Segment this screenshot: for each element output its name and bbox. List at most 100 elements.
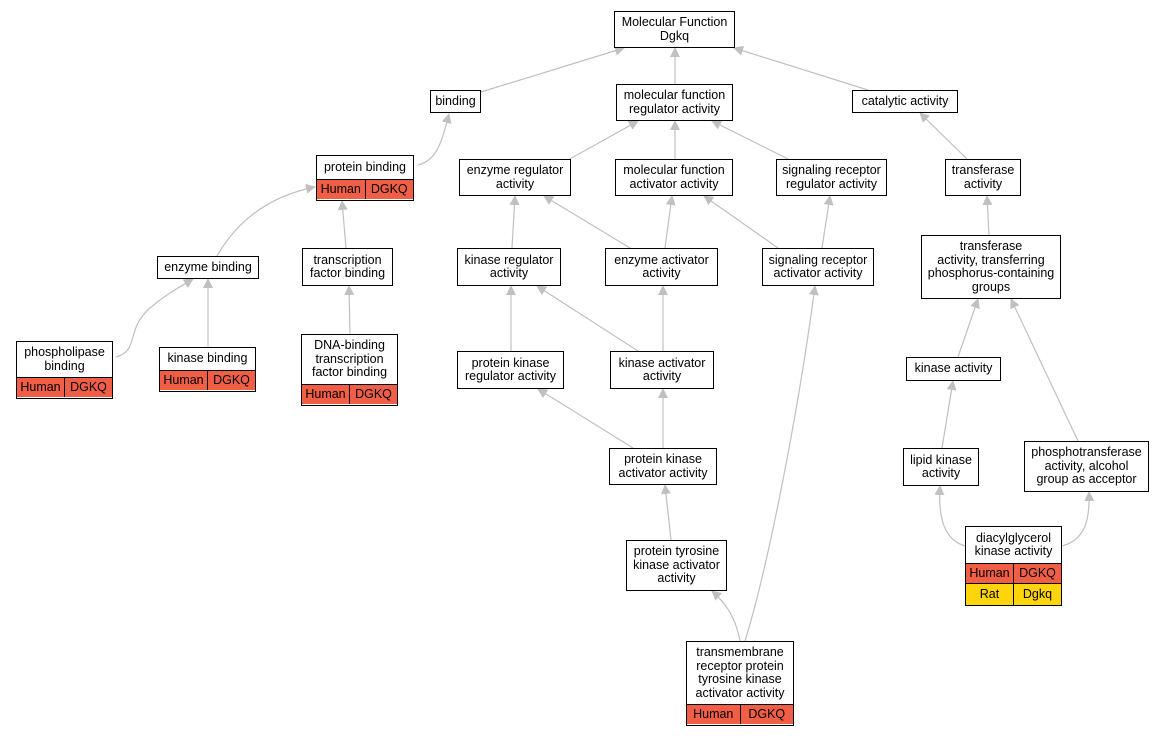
edge-sigrecact-mfaa xyxy=(703,195,779,249)
go-node-label: protein binding xyxy=(323,159,406,174)
edge-ptkact-pkact xyxy=(661,484,672,541)
gene-cell: DGKQ xyxy=(1013,564,1061,583)
go-node-label: enzyme regulator activity xyxy=(466,163,564,191)
go-node-label: kinase activity xyxy=(914,361,993,376)
species-cell: Human xyxy=(687,705,740,724)
go-node-molecular-function[interactable]: Molecular Function Dgkq xyxy=(614,11,735,48)
go-node-label: catalytic activity xyxy=(861,93,949,108)
gene-cell: DGKQ xyxy=(207,371,255,390)
annotation-row-human: Human DGKQ xyxy=(687,704,793,724)
edge-enzymeact-mfaa xyxy=(664,195,676,249)
edge-tmrtk-sigrecact xyxy=(744,285,819,642)
go-node-transferase-phosphorus[interactable]: transferase activity, transferring phosp… xyxy=(921,235,1061,299)
gene-cell: DGKQ xyxy=(349,385,397,404)
go-node-label: transmembrane receptor protein tyrosine … xyxy=(695,645,785,700)
annotation-row-human: Human DGKQ xyxy=(17,377,112,397)
go-node-signaling-receptor-regulator[interactable]: signaling receptor regulator activity xyxy=(776,159,887,196)
edge-enzymeact-enzymereg xyxy=(543,195,631,249)
go-node-phosphotransferase-alcohol[interactable]: phosphotransferase activity, alcohol gro… xyxy=(1024,441,1149,492)
go-node-enzyme-binding[interactable]: enzyme binding xyxy=(157,256,259,279)
go-node-label: DNA-binding transcription factor binding xyxy=(311,338,388,380)
go-node-label: signaling receptor regulator activity xyxy=(782,163,881,191)
species-cell: Human xyxy=(17,378,64,397)
go-node-label: phospholipase binding xyxy=(24,345,105,373)
annotation-row-human: Human DGKQ xyxy=(302,384,397,404)
gene-cell: Dgkq xyxy=(1013,584,1061,605)
go-node-protein-binding[interactable]: protein binding Human DGKQ xyxy=(316,155,414,201)
go-node-protein-tyrosine-kinase-activator[interactable]: protein tyrosine kinase activator activi… xyxy=(626,540,727,591)
go-node-label: kinase activator activity xyxy=(618,355,706,383)
edge-dgk-lipidkinase xyxy=(934,485,966,547)
edge-lipidkinase-kinaseactivity xyxy=(941,380,957,449)
gene-cell: DGKQ xyxy=(739,705,793,724)
edge-phosphotransferase-transferasep xyxy=(1010,298,1079,442)
annotation-row-human: Human DGKQ xyxy=(317,179,413,199)
edge-sigrecreg-mfra xyxy=(711,120,791,161)
go-node-label: molecular function activator activity xyxy=(623,163,725,191)
go-node-label: transcription factor binding xyxy=(309,252,386,280)
go-node-catalytic-activity[interactable]: catalytic activity xyxy=(852,90,958,113)
species-cell: Human xyxy=(160,371,207,390)
edge-sigrecact-sigrecreg xyxy=(821,195,834,249)
go-node-label: kinase regulator activity xyxy=(464,252,554,280)
go-node-binding[interactable]: binding xyxy=(430,90,481,113)
go-node-label: kinase binding xyxy=(167,351,248,366)
edge-dgk-phosphotransferase xyxy=(1061,491,1095,547)
go-node-transcription-factor-binding[interactable]: transcription factor binding xyxy=(302,248,393,286)
go-node-label: binding xyxy=(435,93,476,108)
go-node-label: phosphotransferase activity, alcohol gro… xyxy=(1031,445,1142,487)
go-node-enzyme-regulator-activity[interactable]: enzyme regulator activity xyxy=(459,159,571,196)
edge-tfbinding-proteinbinding xyxy=(337,200,348,249)
edge-enzymereg-mfra xyxy=(567,120,639,161)
go-node-mf-activator-activity[interactable]: molecular function activator activity xyxy=(615,159,733,196)
gene-cell: DGKQ xyxy=(64,378,112,397)
go-node-label: transferase activity, transferring phosp… xyxy=(927,239,1055,294)
go-node-label: protein tyrosine kinase activator activi… xyxy=(633,544,720,586)
edge-phospholipase-enzymebinding xyxy=(115,278,194,358)
go-node-kinase-activator-activity[interactable]: kinase activator activity xyxy=(610,351,714,389)
species-cell: Human xyxy=(966,564,1013,583)
edge-tmrtk-ptkact xyxy=(711,590,741,642)
go-node-transferase-activity[interactable]: transferase activity xyxy=(945,159,1021,196)
go-node-protein-kinase-activator[interactable]: protein kinase activator activity xyxy=(609,448,717,485)
go-node-label: molecular function regulator activity xyxy=(623,88,726,116)
edge-transferasep-transferase xyxy=(982,195,993,236)
edge-kinaseactivity-transferasep xyxy=(957,298,980,358)
species-cell: Human xyxy=(317,180,365,199)
go-node-label: lipid kinase activity xyxy=(910,452,972,480)
go-node-label: protein kinase regulator activity xyxy=(464,355,556,383)
go-node-label: protein kinase activator activity xyxy=(618,452,708,480)
go-node-enzyme-activator-activity[interactable]: enzyme activator activity xyxy=(605,248,718,286)
go-node-kinase-binding[interactable]: kinase binding Human DGKQ xyxy=(159,347,256,392)
go-node-transmembrane-rtk-activator[interactable]: transmembrane receptor protein tyrosine … xyxy=(686,641,794,726)
annotation-row-human: Human DGKQ xyxy=(160,370,255,390)
go-node-label: signaling receptor activator activity xyxy=(768,252,868,280)
go-node-label: transferase activity xyxy=(951,163,1015,191)
go-node-kinase-activity[interactable]: kinase activity xyxy=(906,357,1001,381)
edge-dnatf-tfbinding xyxy=(344,285,355,335)
go-node-dna-binding-tf-binding[interactable]: DNA-binding transcription factor binding… xyxy=(301,334,398,406)
go-node-lipid-kinase-activity[interactable]: lipid kinase activity xyxy=(903,448,979,486)
go-node-phospholipase-binding[interactable]: phospholipase binding Human DGKQ xyxy=(16,341,113,399)
edge-transferase-catalytic xyxy=(919,112,969,161)
annotation-row-rat: Rat Dgkq xyxy=(966,583,1061,605)
edge-enzymebinding-proteinbinding xyxy=(216,183,316,257)
go-node-protein-kinase-regulator[interactable]: protein kinase regulator activity xyxy=(457,351,564,389)
edge-catalytic-mf xyxy=(733,45,869,91)
go-node-label: enzyme activator activity xyxy=(614,252,709,280)
go-node-signaling-receptor-activator[interactable]: signaling receptor activator activity xyxy=(762,248,874,286)
edge-pkact-pkreg xyxy=(537,388,634,449)
edge-kinaseact-kinasereg xyxy=(536,285,639,352)
species-cell: Human xyxy=(302,385,349,404)
species-cell: Rat xyxy=(966,584,1013,605)
go-node-label: Molecular Function Dgkq xyxy=(621,15,728,43)
annotation-row-human: Human DGKQ xyxy=(966,563,1061,583)
edge-binding-mf xyxy=(480,45,625,93)
gene-cell: DGKQ xyxy=(364,180,413,199)
edge-proteinbinding-binding xyxy=(417,113,452,166)
go-node-mf-regulator-activity[interactable]: molecular function regulator activity xyxy=(616,84,733,121)
edge-kinasereg-enzymereg xyxy=(509,195,520,249)
go-node-diacylglycerol-kinase-activity[interactable]: diacylglycerol kinase activity Human DGK… xyxy=(965,526,1062,606)
go-node-kinase-regulator-activity[interactable]: kinase regulator activity xyxy=(457,248,561,286)
